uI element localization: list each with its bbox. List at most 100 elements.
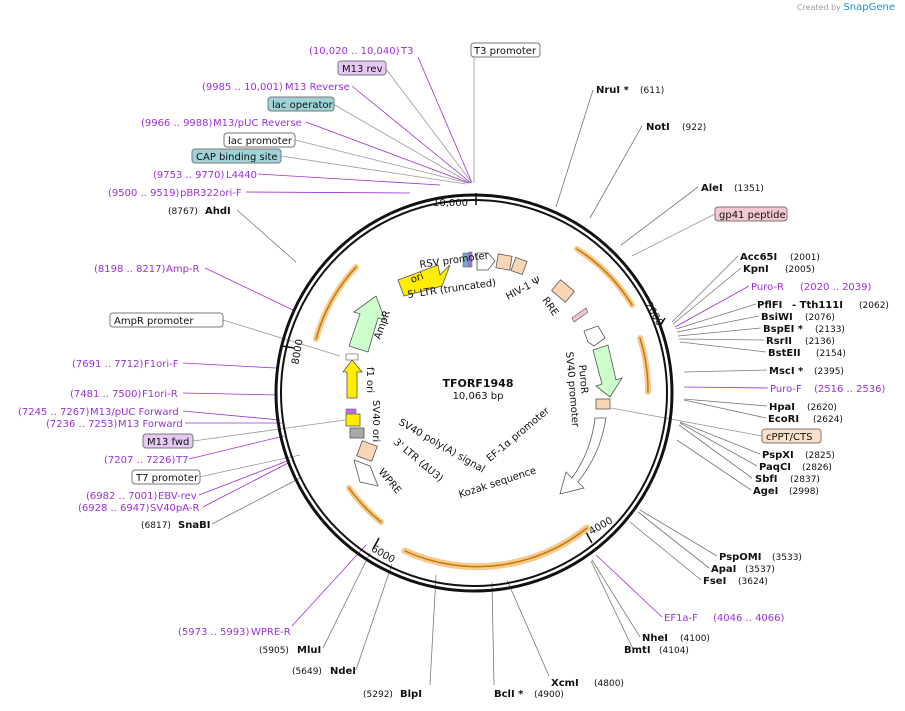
tth111i-enzyme: - Tth111I bbox=[792, 300, 843, 311]
bcli-pos: (4900) bbox=[534, 690, 564, 700]
m13-rev-label: M13 rev bbox=[342, 64, 383, 75]
sv40pa-r-pos: (6928 .. 6947) bbox=[78, 503, 150, 514]
tick-label-10000: 10,000 bbox=[433, 198, 468, 209]
nhei-pos: (4100) bbox=[680, 634, 710, 644]
blpi-pos: (5292) bbox=[363, 690, 393, 700]
tick-label-8000: 8000 bbox=[290, 338, 305, 365]
f1ori-r-primer: F1ori-R bbox=[142, 389, 178, 400]
amp-r-pos: (8198 .. 8217) bbox=[94, 264, 166, 275]
bmti-pos: (4104) bbox=[659, 646, 689, 656]
wpre-r-primer: WPRE-R bbox=[251, 627, 291, 638]
f1-ori-arrow bbox=[342, 359, 363, 399]
sbfi-enzyme: SbfI bbox=[755, 474, 777, 485]
pbr322ori-f-pos: (9500 .. 9519) bbox=[108, 188, 180, 199]
fsei-enzyme: FseI bbox=[703, 576, 726, 587]
amp-r-primer: Amp-R bbox=[166, 264, 200, 275]
msci-enzyme: MscI * bbox=[769, 366, 804, 377]
sv40-promoter-arrow bbox=[583, 325, 606, 347]
puro-f-pos: (2516 .. 2536) bbox=[814, 384, 886, 395]
apai-pos: (3537) bbox=[745, 565, 775, 575]
rsrii-pos: (2136) bbox=[805, 337, 835, 347]
hpai-enzyme: HpaI bbox=[769, 402, 795, 413]
ebv-rev-primer: EBV-rev bbox=[158, 491, 197, 502]
puror-arrow bbox=[592, 344, 623, 398]
ecori-enzyme: EcoRI bbox=[768, 414, 799, 425]
left-annotations: (10,020 .. 10,040) T3 M13 rev (9985 .. 1… bbox=[18, 46, 413, 531]
nhei-enzyme: NheI bbox=[642, 633, 668, 644]
orf-arcs bbox=[313, 246, 652, 571]
msci-pos: (2395) bbox=[814, 367, 844, 377]
f1ori-r-pos: (7481 .. 7500) bbox=[70, 389, 142, 400]
puro-r-primer: Puro-R bbox=[751, 282, 784, 293]
bspei-pos: (2133) bbox=[815, 325, 845, 335]
t3-pos: (10,020 .. 10,040) bbox=[309, 46, 400, 57]
agei-pos: (2998) bbox=[789, 487, 819, 497]
created-by-text: Created by bbox=[796, 3, 841, 12]
f1ori-f-pos: (7691 .. 7712) bbox=[72, 359, 144, 370]
pspomi-enzyme: PspOMI bbox=[719, 552, 761, 563]
feature-ori-label: ori bbox=[409, 271, 425, 286]
t3-primer: T3 bbox=[400, 46, 413, 57]
kpni-pos: (2005) bbox=[785, 265, 815, 275]
noti-enzyme: NotI bbox=[646, 122, 670, 133]
feature-ef1a-label: EF-1α promoter bbox=[485, 405, 553, 464]
wpre-r-pos: (5973 .. 5993) bbox=[178, 627, 250, 638]
bottom-annotations: (5973 .. 5993) WPRE-R (5905) MluI (5649)… bbox=[178, 627, 624, 700]
bcli-enzyme: BclI * bbox=[494, 689, 524, 700]
feature-sv40ori-label: SV40 ori bbox=[370, 400, 381, 442]
ampr-arrow bbox=[348, 295, 386, 353]
m13puc-reverse-primer: M13/pUC Reverse bbox=[213, 118, 302, 129]
alei-enzyme: AleI bbox=[701, 183, 723, 194]
nrui-pos: (611) bbox=[640, 86, 664, 96]
t7-primer: T7 bbox=[175, 455, 188, 466]
nrui-enzyme: NruI * bbox=[596, 85, 630, 96]
snapgene-logo: SnapGene bbox=[843, 2, 895, 13]
hpai-pos: (2620) bbox=[807, 403, 837, 413]
noti-pos: (922) bbox=[682, 123, 706, 133]
lac-operator-label: lac operator bbox=[272, 100, 333, 111]
acc65i-enzyme: Acc65I bbox=[740, 252, 777, 263]
agei-enzyme: AgeI bbox=[753, 486, 778, 497]
plasmid-name: TFORF1948 bbox=[443, 377, 514, 390]
rre-box bbox=[551, 279, 575, 303]
bspei-enzyme: BspEI * bbox=[763, 324, 804, 335]
m13-forward-pos: (7236 .. 7253) bbox=[46, 419, 118, 430]
ef1a-f-primer: EF1a-F bbox=[664, 613, 698, 624]
ebv-rev-pos: (6982 .. 7001) bbox=[86, 491, 158, 502]
feature-kozak-label: Kozak sequence bbox=[458, 465, 538, 500]
bsiwi-enzyme: BsiWI bbox=[761, 312, 793, 323]
t3-promoter-label: T3 promoter bbox=[473, 46, 537, 57]
rsrii-enzyme: RsrII bbox=[766, 336, 792, 347]
ef1a-promoter-arrow bbox=[559, 417, 607, 495]
backbone-outer bbox=[274, 193, 674, 593]
bsteii-enzyme: BstEII bbox=[768, 348, 801, 359]
alei-pos: (1351) bbox=[734, 184, 764, 194]
f1ori-f-primer: F1ori-F bbox=[144, 359, 179, 370]
snapgene-watermark: Created by SnapGene bbox=[797, 2, 895, 13]
plasmid-size: 10,063 bp bbox=[453, 391, 504, 402]
gp41-peptide-label: gp41 peptide bbox=[719, 210, 786, 221]
mlui-enzyme: MluI bbox=[297, 645, 321, 656]
xcmi-pos: (4800) bbox=[594, 679, 624, 689]
cap-binding-site-label: CAP binding site bbox=[196, 152, 278, 163]
pspxi-pos: (2825) bbox=[805, 451, 835, 461]
m13puc-reverse-pos: (9966 .. 9988) bbox=[141, 118, 213, 129]
l4440-primer: L4440 bbox=[226, 170, 257, 181]
paqci-pos: (2826) bbox=[802, 463, 832, 473]
pbr322ori-f-primer: pBR322ori-F bbox=[180, 188, 242, 199]
lac-promoter-label: lac promoter bbox=[228, 136, 293, 147]
ef1a-f-pos: (4046 .. 4066) bbox=[713, 613, 785, 624]
sbfi-pos: (2837) bbox=[790, 475, 820, 485]
t7-pos: (7207 .. 7226) bbox=[104, 455, 176, 466]
paqci-enzyme: PaqCI bbox=[759, 462, 791, 473]
ecori-pos: (2624) bbox=[813, 415, 843, 425]
sv40pa-r-primer: SV40pA-R bbox=[150, 503, 199, 514]
m13puc-forward-pos: (7245 .. 7267) bbox=[18, 407, 90, 418]
feature-f1ori-label: f1 ori bbox=[364, 367, 375, 393]
pspxi-enzyme: PspXI bbox=[762, 450, 794, 461]
m13-fwd-label: M13 fwd bbox=[147, 437, 189, 448]
feature-sv40-promoter-label: SV40 promoter bbox=[563, 351, 581, 428]
ndei-enzyme: NdeI bbox=[330, 666, 356, 677]
kpni-enzyme: KpnI bbox=[743, 264, 769, 275]
